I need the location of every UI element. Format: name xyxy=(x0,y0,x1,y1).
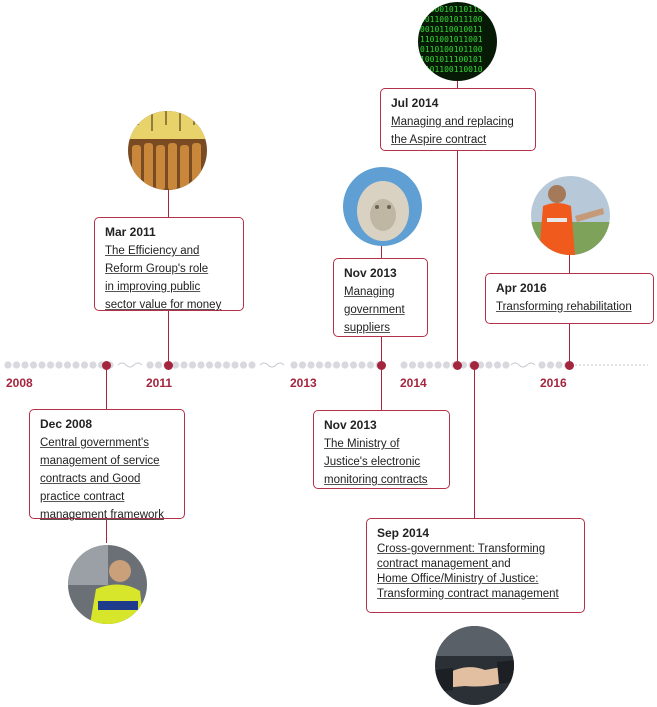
axis-dot xyxy=(214,361,222,369)
event-date: Dec 2008 xyxy=(40,417,93,431)
event-card-jul2014: Jul 2014 Managing and replacing the Aspi… xyxy=(380,88,536,151)
event-date: Mar 2011 xyxy=(105,225,156,239)
year-label-2013: 2013 xyxy=(290,376,317,390)
event-link-efficiency-reform[interactable]: The Efficiency and Reform Group's role i… xyxy=(105,245,222,311)
event-date: Jul 2014 xyxy=(391,96,439,110)
event-date: Nov 2013 xyxy=(324,418,377,432)
marker-apr2016 xyxy=(565,361,574,370)
axis-dot xyxy=(400,361,408,369)
marker-nov2013 xyxy=(377,361,386,370)
axis-dot xyxy=(366,361,375,369)
event-link-managing-suppliers[interactable]: Managing government suppliers xyxy=(344,286,405,334)
security-guard-icon xyxy=(68,545,147,624)
svg-text:1101001011001: 1101001011001 xyxy=(420,35,483,44)
marker-jul2014 xyxy=(453,361,462,370)
marker-mar2011 xyxy=(164,361,173,370)
timeline-axis xyxy=(4,361,648,369)
axis-dot xyxy=(80,361,89,369)
axis-dot xyxy=(425,361,434,369)
axis-dot xyxy=(315,361,324,369)
axis-dot xyxy=(324,361,332,369)
event-card-dec2008: Dec 2008 Central government's management… xyxy=(29,409,185,521)
event-link-cross-government[interactable]: Cross-government: Transforming contract … xyxy=(377,543,546,570)
event-card-nov2013-monitoring: Nov 2013 The Ministry of Justice's elect… xyxy=(313,410,450,489)
axis-dot xyxy=(89,361,97,369)
axis-dot xyxy=(493,361,502,369)
event-link-electronic-monitoring[interactable]: The Ministry of Justice's electronic mon… xyxy=(324,438,428,486)
axis-dot xyxy=(180,361,188,369)
connector-jul2014 xyxy=(457,80,458,366)
workers-hivis-icon xyxy=(531,176,610,255)
event-card-nov2013-suppliers: Nov 2013 Managing government suppliers xyxy=(333,258,428,337)
axis-dot xyxy=(154,361,163,369)
lion-statue-icon xyxy=(343,167,422,246)
axis-dot xyxy=(205,361,214,369)
axis-dot xyxy=(555,361,563,369)
axis-dot xyxy=(538,361,546,369)
svg-text:0101100110010: 0101100110010 xyxy=(420,65,483,74)
event-link-home-office-moj[interactable]: Home Office/Ministry of Justice: Transfo… xyxy=(377,573,559,600)
year-label-2014: 2014 xyxy=(400,376,427,390)
event-card-mar2011: Mar 2011 The Efficiency and Reform Group… xyxy=(94,217,244,311)
axis-dot xyxy=(38,361,46,369)
axis-dot xyxy=(358,361,366,369)
axis-dot xyxy=(546,361,555,369)
event-card-apr2016: Apr 2016 Transforming rehabilitation xyxy=(485,273,654,324)
axis-dot xyxy=(434,361,442,369)
svg-text:0010110010011: 0010110010011 xyxy=(420,25,483,34)
axis-dot xyxy=(29,361,38,369)
event-link-transforming-rehabilitation[interactable]: Transforming rehabilitation xyxy=(496,301,632,313)
axis-dot xyxy=(55,361,63,369)
axis-dot xyxy=(63,361,72,369)
year-label-2016: 2016 xyxy=(540,376,567,390)
axis-dot xyxy=(197,361,205,369)
axis-dot xyxy=(307,361,315,369)
svg-text:0110100101100: 0110100101100 xyxy=(420,45,483,54)
axis-dot xyxy=(442,361,451,369)
axis-dot xyxy=(171,361,180,369)
marker-dec2008 xyxy=(102,361,111,370)
axis-dot xyxy=(290,361,298,369)
axis-dot xyxy=(298,361,307,369)
svg-text:1011001011100: 1011001011100 xyxy=(420,15,483,24)
event-date: Nov 2013 xyxy=(344,266,397,280)
year-label-2008: 2008 xyxy=(6,376,33,390)
axis-dot xyxy=(417,361,425,369)
axis-dot xyxy=(248,361,256,369)
year-label-2011: 2011 xyxy=(146,376,173,390)
axis-dot xyxy=(332,361,341,369)
event-date: Sep 2014 xyxy=(377,526,430,540)
svg-text:0100010110110: 0100010110110 xyxy=(420,5,483,14)
axis-dot xyxy=(222,361,231,369)
event-date: Apr 2016 xyxy=(496,281,547,295)
axis-dot xyxy=(146,361,154,369)
axis-dot xyxy=(341,361,349,369)
axis-dot xyxy=(21,361,29,369)
axis-dot xyxy=(72,361,80,369)
axis-dot xyxy=(231,361,239,369)
marker-sep2014 xyxy=(470,361,479,370)
connector-sep2014 xyxy=(474,365,475,520)
measuring-tape-icon xyxy=(128,111,207,190)
event-link-aspire-contract[interactable]: Managing and replacing the Aspire contra… xyxy=(391,116,514,146)
handshake-icon xyxy=(435,626,514,705)
conjunction-text: and xyxy=(491,558,511,570)
axis-dot xyxy=(502,361,510,369)
axis-dot xyxy=(188,361,197,369)
axis-dot xyxy=(408,361,417,369)
event-card-sep2014: Sep 2014 Cross-government: Transforming … xyxy=(366,518,585,613)
axis-dot xyxy=(349,361,358,369)
axis-dot xyxy=(46,361,55,369)
axis-dot xyxy=(239,361,248,369)
svg-text:1001011100101: 1001011100101 xyxy=(420,55,483,64)
axis-dot xyxy=(4,361,12,369)
event-link-service-contracts[interactable]: Central government's management of servi… xyxy=(40,437,164,521)
axis-dot xyxy=(12,361,21,369)
axis-dot xyxy=(485,361,493,369)
